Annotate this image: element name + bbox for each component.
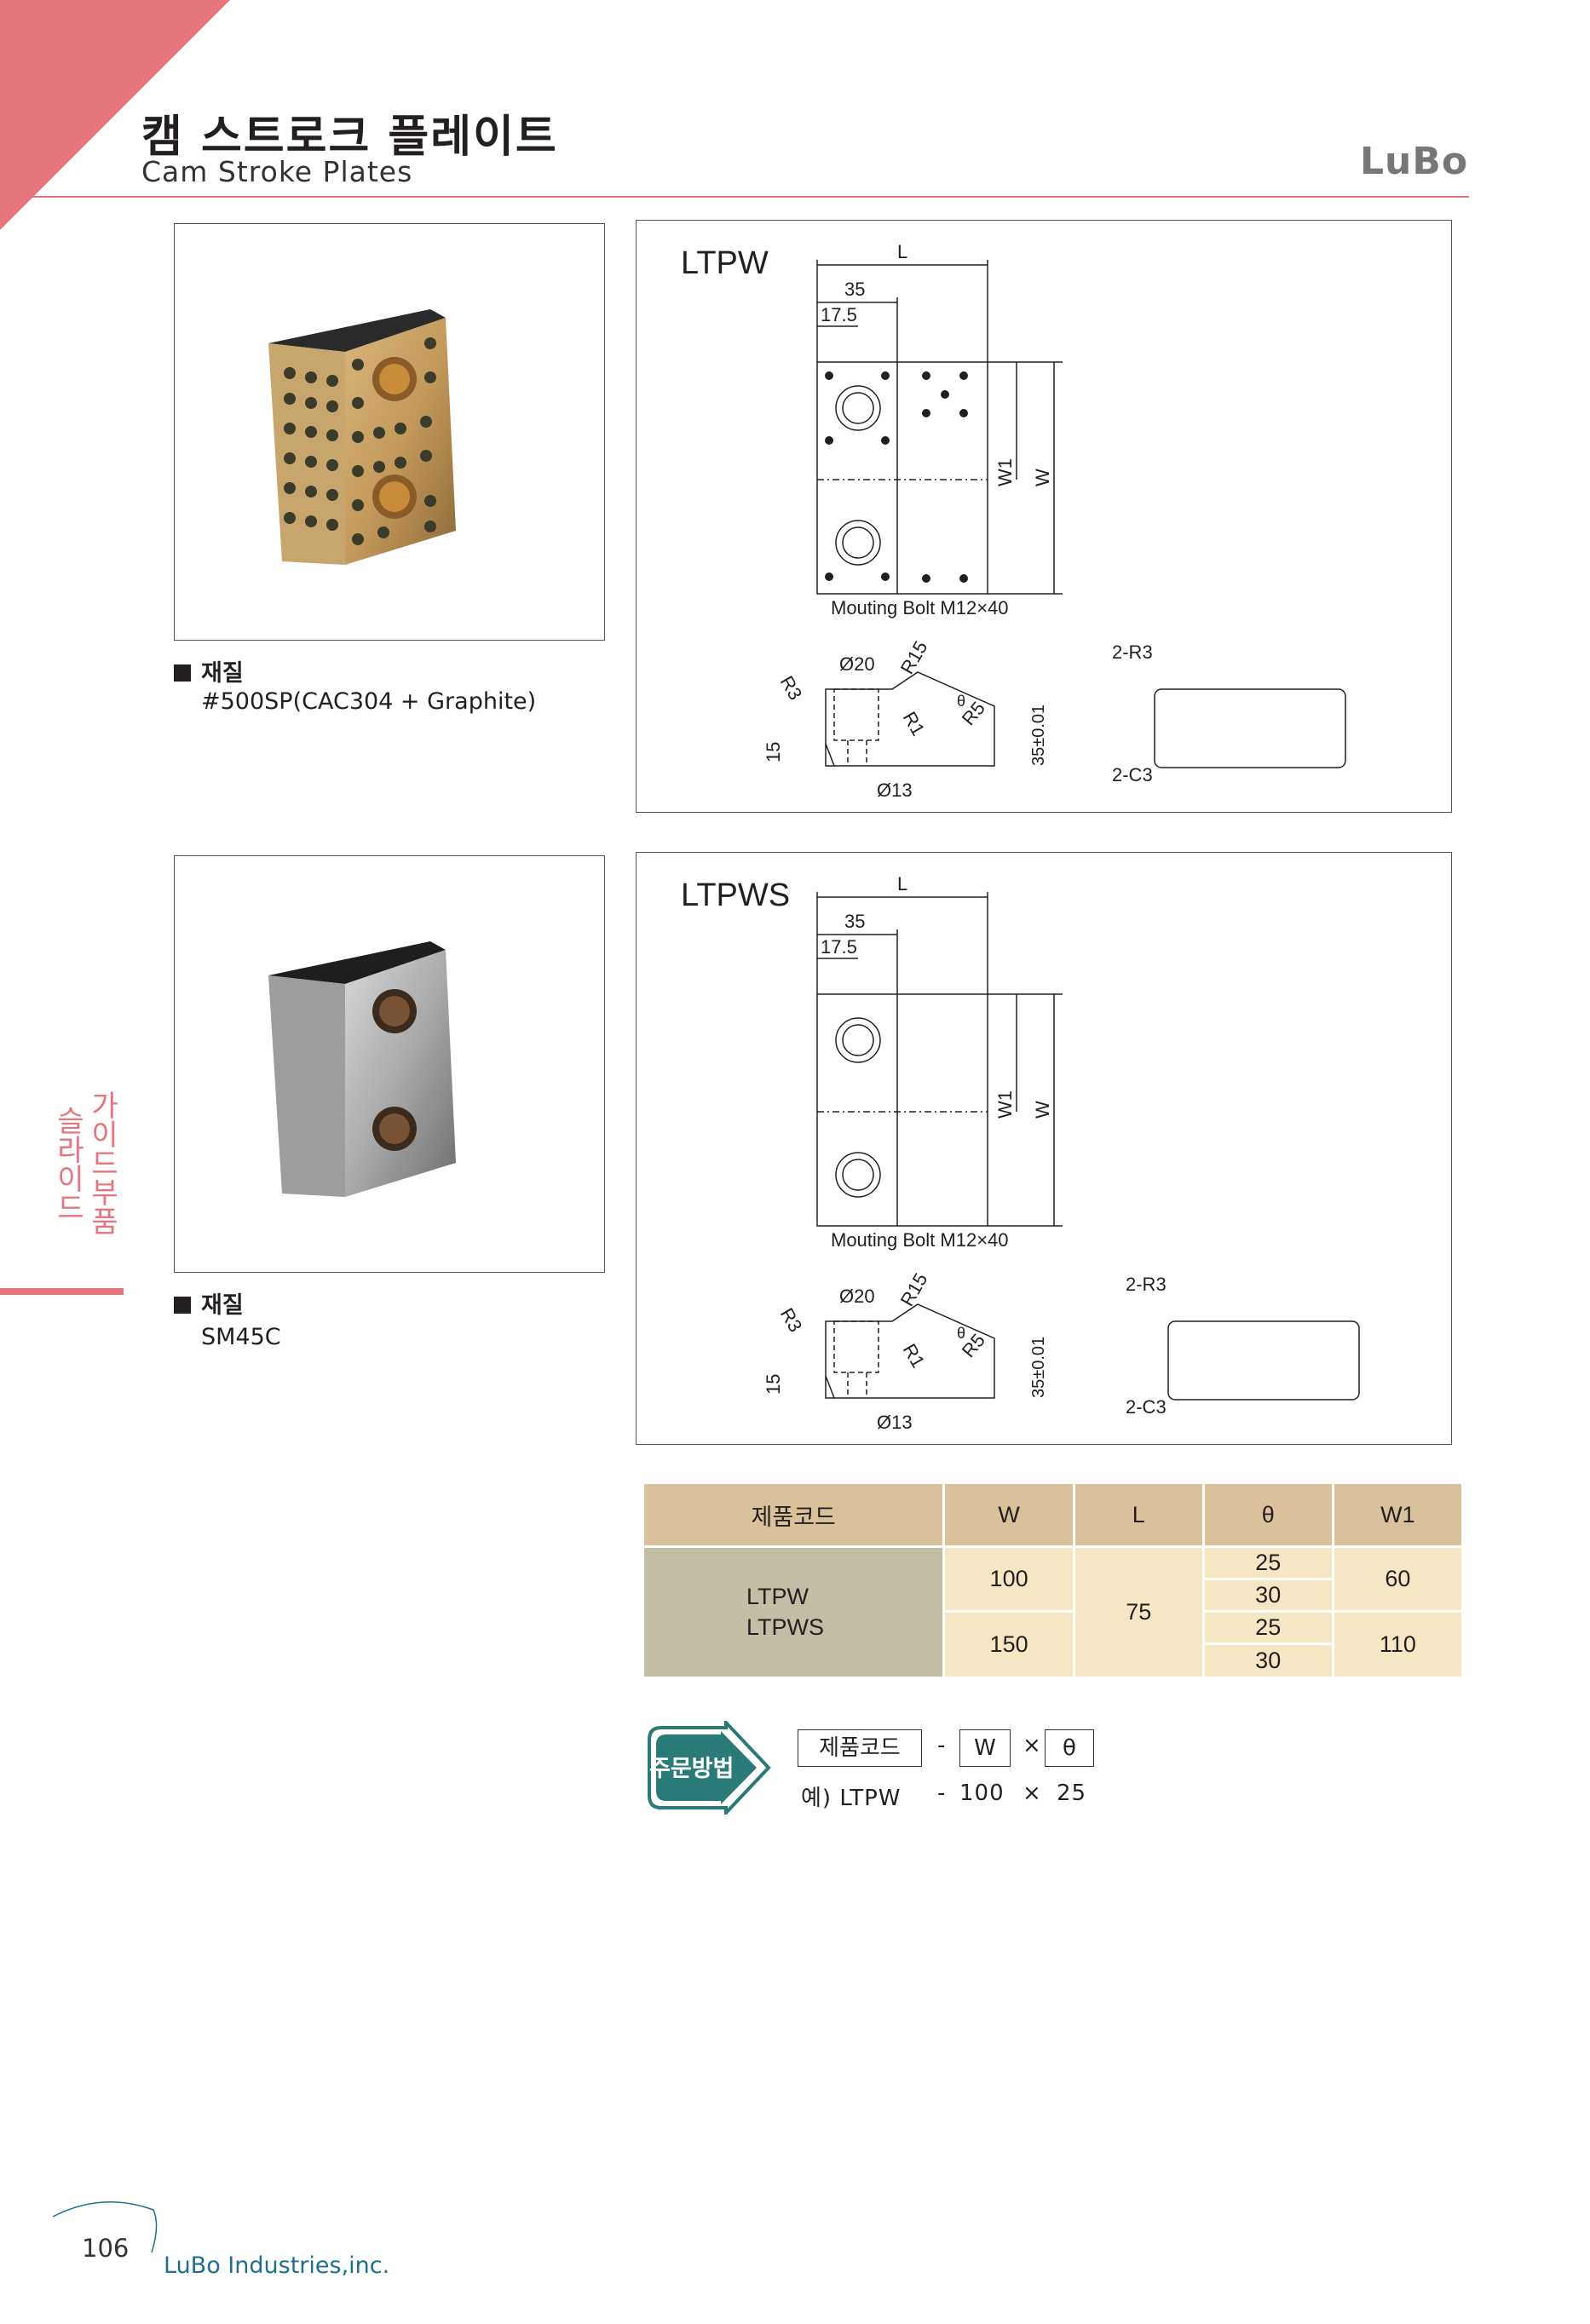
svg-text:R15: R15 <box>896 1269 932 1309</box>
sidebar-category: 가이드부품 <box>91 1090 118 1240</box>
sidebar-marker <box>0 1288 124 1295</box>
col-w1: W1 <box>1333 1484 1465 1547</box>
svg-text:17.5: 17.5 <box>821 936 857 958</box>
table-row: 30 <box>644 1578 1463 1612</box>
drawing-ltpws: LTPWS L 35 17.5 W1 W Mouting Bolt M12×40… <box>636 852 1452 1445</box>
order-sep-dash: - <box>937 1733 946 1758</box>
svg-text:Ø20: Ø20 <box>839 653 875 675</box>
material-value-ltpws: SM45C <box>201 1324 281 1350</box>
svg-text:2-C3: 2-C3 <box>1126 1396 1167 1418</box>
order-field-code: 제품코드 <box>798 1729 922 1767</box>
spec-table-header: 제품코드 W L θ W1 <box>644 1484 1465 1547</box>
order-example-theta: 25 <box>1057 1780 1087 1806</box>
table-row: LTPW LTPWS 100 75 25 60 <box>644 1545 1465 1677</box>
technical-drawing-ltpw: LTPW L 35 17.5 W1 W Mouting Bolt M12×40 … <box>681 241 1346 801</box>
order-sep-times: × <box>1023 1733 1041 1758</box>
bronze-plate-image <box>268 309 456 565</box>
w-cell: 150 <box>943 1610 1075 1677</box>
w1-cell: 110 <box>1333 1610 1465 1677</box>
order-field-w: W <box>959 1729 1011 1767</box>
svg-text:L: L <box>897 241 907 262</box>
drawing-ltpw: LTPW L 35 17.5 W1 W Mouting Bolt M12×40 … <box>636 220 1452 813</box>
svg-text:Ø20: Ø20 <box>839 1286 875 1307</box>
order-field-theta: θ <box>1045 1729 1094 1767</box>
theta-cell: 30 <box>1203 1642 1334 1677</box>
svg-text:W: W <box>1032 1101 1053 1119</box>
svg-text:35±0.01: 35±0.01 <box>1029 1337 1048 1398</box>
svg-text:W: W <box>1032 469 1053 486</box>
technical-drawing-ltpws: LTPWS L 35 17.5 W1 W Mouting Bolt M12×40… <box>681 873 1360 1433</box>
table-row: 30 <box>644 1642 1463 1677</box>
table-row: 150 25 110 <box>644 1610 1465 1677</box>
page-number: 106 <box>82 2234 130 2263</box>
svg-text:W1: W1 <box>994 458 1016 486</box>
svg-text:R1: R1 <box>899 1340 930 1372</box>
product-photo-ltpw <box>174 223 605 641</box>
code-ltpw: LTPW <box>746 1584 809 1610</box>
w-cell: 100 <box>943 1545 1075 1612</box>
svg-text:L: L <box>897 873 907 895</box>
theta-cell: 25 <box>1203 1610 1334 1644</box>
col-l: L <box>1074 1484 1205 1547</box>
spec-table: 제품코드 W L θ W1 LTPW LTPWS 100 75 25 60 30… <box>644 1484 1465 1677</box>
svg-text:θ: θ <box>957 693 965 710</box>
col-theta: θ <box>1203 1484 1334 1547</box>
brand-logo: LuBo <box>1360 140 1469 183</box>
svg-text:Mouting Bolt M12×40: Mouting Bolt M12×40 <box>831 597 1009 618</box>
order-label: 주문방법 <box>649 1756 735 1782</box>
drawing-title-ltpws: LTPWS <box>681 877 790 913</box>
svg-text:Ø13: Ø13 <box>877 779 913 801</box>
order-arrow-icon <box>648 1721 771 1815</box>
w1-cell: 60 <box>1333 1545 1465 1612</box>
code-ltpws: LTPWS <box>746 1614 825 1641</box>
svg-text:θ: θ <box>957 1325 965 1342</box>
svg-text:W1: W1 <box>994 1090 1016 1119</box>
svg-text:R3: R3 <box>776 672 807 704</box>
theta-cell: 30 <box>1203 1578 1334 1612</box>
svg-text:R1: R1 <box>899 708 930 739</box>
material-heading-ltpws: 재질 <box>174 1286 244 1320</box>
material-value-ltpw: #500SP(CAC304 + Graphite) <box>201 688 537 715</box>
svg-text:15: 15 <box>763 1374 784 1395</box>
product-photo-ltpws <box>174 855 605 1273</box>
svg-text:35: 35 <box>844 911 865 932</box>
order-example-prefix: 예) LTPW <box>801 1786 902 1811</box>
header-divider <box>0 196 1469 198</box>
svg-text:2-R3: 2-R3 <box>1112 641 1153 663</box>
svg-text:Ø13: Ø13 <box>877 1412 913 1433</box>
sidebar-subcategory: 슬라이드 <box>57 1105 84 1226</box>
col-w: W <box>943 1484 1075 1547</box>
svg-text:35: 35 <box>844 279 865 300</box>
page-subtitle: Cam Stroke Plates <box>141 155 413 188</box>
svg-text:R3: R3 <box>776 1304 807 1336</box>
drawing-title-ltpw: LTPW <box>681 245 769 281</box>
col-code: 제품코드 <box>644 1484 946 1547</box>
svg-text:15: 15 <box>763 742 784 762</box>
order-example-dash: - <box>937 1780 946 1806</box>
svg-text:Mouting Bolt M12×40: Mouting Bolt M12×40 <box>831 1229 1009 1251</box>
svg-text:2-R3: 2-R3 <box>1126 1274 1167 1295</box>
svg-text:35±0.01: 35±0.01 <box>1029 705 1048 766</box>
order-example-w: 100 <box>959 1780 1005 1806</box>
svg-text:17.5: 17.5 <box>821 304 857 325</box>
svg-text:2-C3: 2-C3 <box>1112 764 1153 785</box>
page-title: 캠 스트로크 플레이트 <box>141 112 558 163</box>
theta-cell: 25 <box>1203 1545 1334 1579</box>
material-heading-ltpw: 재질 <box>174 654 244 687</box>
page-number-arc <box>52 2200 158 2253</box>
corner-triangle <box>0 0 230 230</box>
order-example-times: × <box>1023 1780 1041 1806</box>
footer-company: LuBo Industries,inc. <box>164 2252 390 2279</box>
svg-text:R15: R15 <box>896 637 932 677</box>
steel-plate-image <box>268 941 456 1197</box>
l-cell: 75 <box>1074 1545 1205 1677</box>
code-cell: LTPW LTPWS <box>644 1545 946 1677</box>
